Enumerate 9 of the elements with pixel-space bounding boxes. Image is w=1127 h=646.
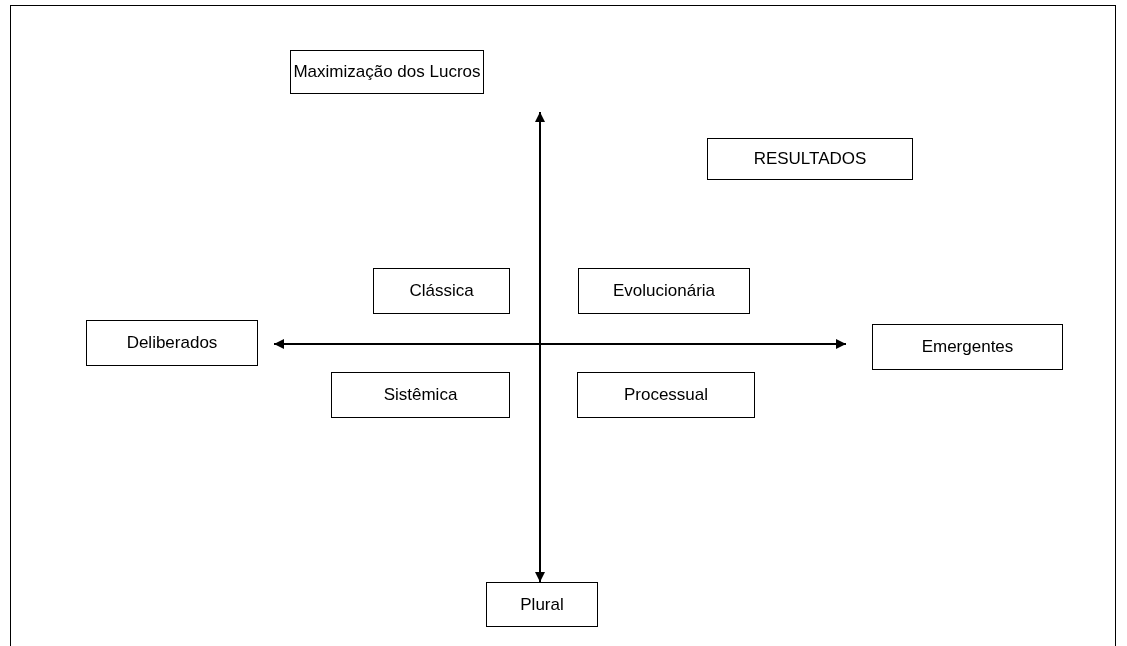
label-box: Deliberados	[86, 320, 258, 366]
label-box: Clássica	[373, 268, 510, 314]
label-box: Plural	[486, 582, 598, 627]
label-box: Processual	[577, 372, 755, 418]
label-box: RESULTADOS	[707, 138, 913, 180]
label-box: Emergentes	[872, 324, 1063, 370]
label-box: Evolucionária	[578, 268, 750, 314]
label-box: Sistêmica	[331, 372, 510, 418]
label-box: Maximização dos Lucros	[290, 50, 484, 94]
